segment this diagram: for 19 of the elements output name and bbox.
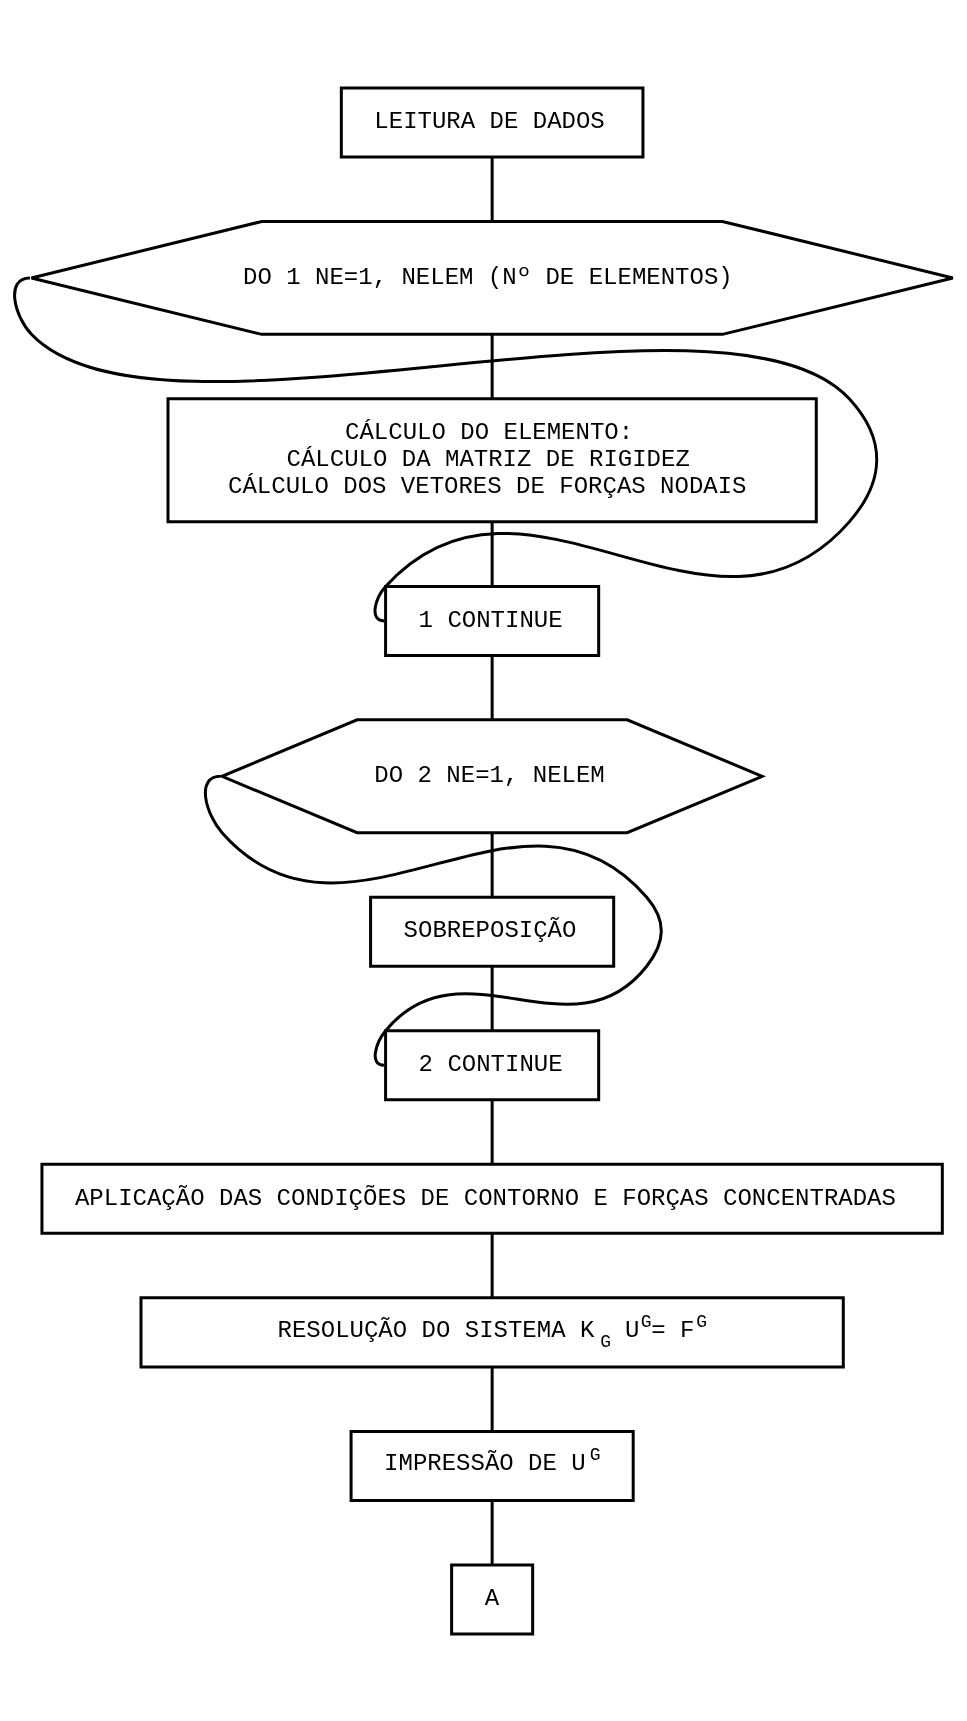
node-box: SOBREPOSIÇÃO bbox=[369, 895, 616, 968]
connector bbox=[490, 1367, 494, 1431]
connector bbox=[490, 1233, 494, 1298]
node-box: APLICAÇÃO DAS CONDIÇÕES DE CONTORNO E FORÇAS CONCENTRADAS bbox=[40, 1162, 944, 1235]
node-box: RESOLUÇÃO DO SISTEMA K$_{G}$ U$^{G}$= F$^{G}$ bbox=[139, 1295, 845, 1368]
connector bbox=[490, 334, 494, 398]
connector bbox=[490, 1500, 494, 1565]
node-box: 1 CONTINUE bbox=[384, 584, 601, 657]
connector bbox=[490, 832, 494, 897]
connector bbox=[490, 966, 494, 1031]
connector bbox=[490, 521, 494, 586]
node-box: CÁLCULO DO ELEMENTO: CÁLCULO DA MATRIZ DE RIGIDEZ CÁLCULO DOS VETORES DE FORÇAS NODAIS bbox=[166, 396, 818, 523]
node-box: IMPRESSÃO DE U$^{G}$ bbox=[349, 1429, 635, 1502]
node-box: A bbox=[450, 1562, 535, 1635]
connector bbox=[490, 655, 494, 720]
connector bbox=[490, 1099, 494, 1164]
node-box: LEITURA DE DADOS bbox=[339, 86, 645, 159]
connector bbox=[490, 156, 494, 221]
node-box: 2 CONTINUE bbox=[384, 1028, 601, 1101]
